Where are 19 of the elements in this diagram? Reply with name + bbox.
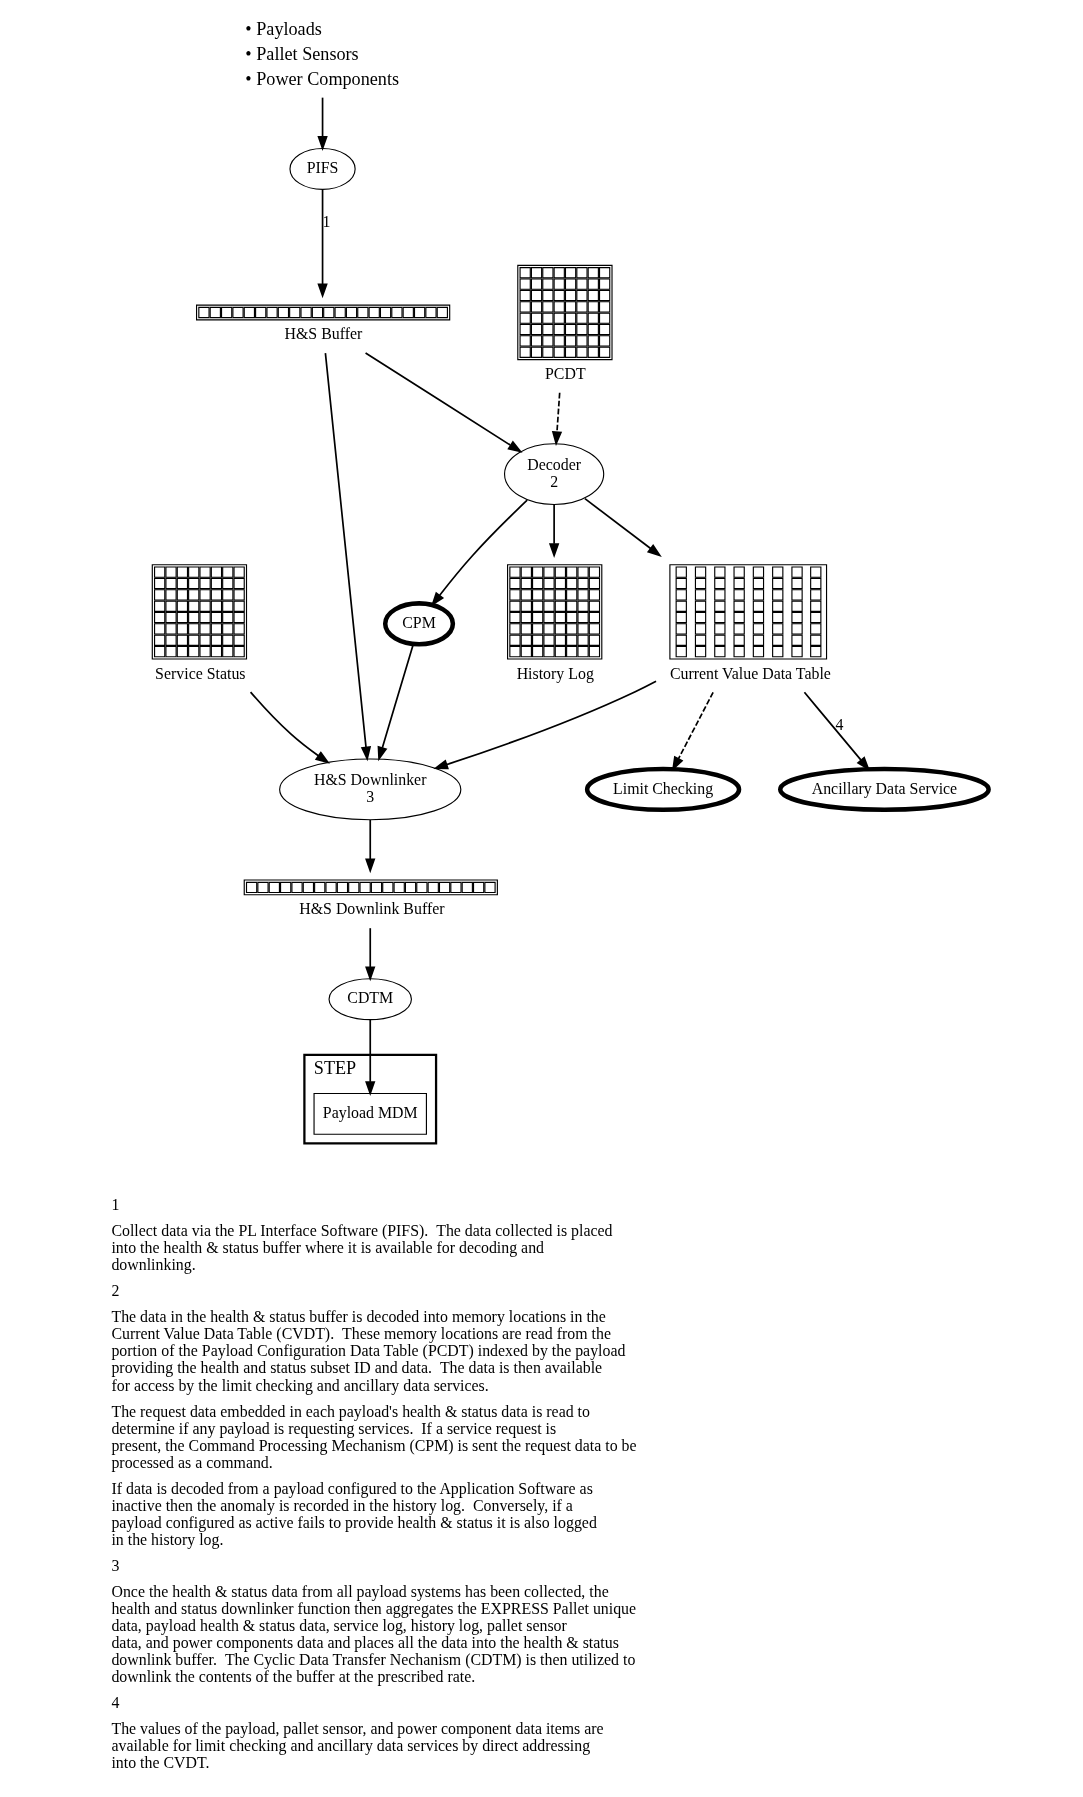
node-label: History Log xyxy=(516,664,594,682)
node-label: H&S Downlink Buffer xyxy=(298,900,445,918)
node-label: PCDT xyxy=(544,365,586,383)
label: 3 xyxy=(110,1556,119,1574)
label: 2 xyxy=(110,1282,119,1300)
edge-label: 4 xyxy=(835,715,844,733)
label: If data is decoded from a payload configured to the Application Software as inactive then the anomaly is recorded in the history log. Conversely, if a payload configured as active fails to provide health & status it is also logged in the history log. xyxy=(110,1479,597,1548)
label: Once the health & status data from all payload systems has been collected, the health and status downlinker function then aggregates the EXPRESS Pallet unique data, payload health & status data, service log, history log, pallet sensor data, and power components data and places all the data into the health & status downlink buffer. The Cyclic Data Transfer Nechanism (CDTM) is then utilized to downlink the contents of the buffer at the prescribed rate. xyxy=(110,1583,636,1686)
label: 4 xyxy=(110,1694,119,1712)
label: The request data embedded in each payload's health & status data is read to determine if any payload is requesting services. If a service request is present, the Command Processing Mechanism (CPM) is sent the request data to be processed as a command. xyxy=(110,1402,637,1471)
label: The values of the payload, pallet sensor, and power component data items are available for limit checking and ancillary data services by direct addressing into the CVDT. xyxy=(110,1720,604,1772)
label: 1 xyxy=(110,1196,119,1214)
node-text: • Payloads • Pallet Sensors • Power Components xyxy=(244,18,399,89)
node-label: Current Value Data Table xyxy=(669,664,831,682)
node-label: H&S Buffer xyxy=(284,325,362,343)
label: The data in the health & status buffer is decoded into memory locations in the Current Value Data Table (CVDT). These memory locations are read from the portion of the Payload Configuration Data Table (PCDT) indexed by the payload providing the health and status subset ID and data. The data is then available for access by the limit checking and ancillary data services. xyxy=(110,1308,625,1394)
label: Collect data via the PL Interface Software (PIFS). The data collected is placed into the health & status buffer where it is available for decoding and downlinking. xyxy=(110,1222,612,1274)
node-label: Service Status xyxy=(154,664,246,682)
edge-label: 1 xyxy=(322,213,330,231)
